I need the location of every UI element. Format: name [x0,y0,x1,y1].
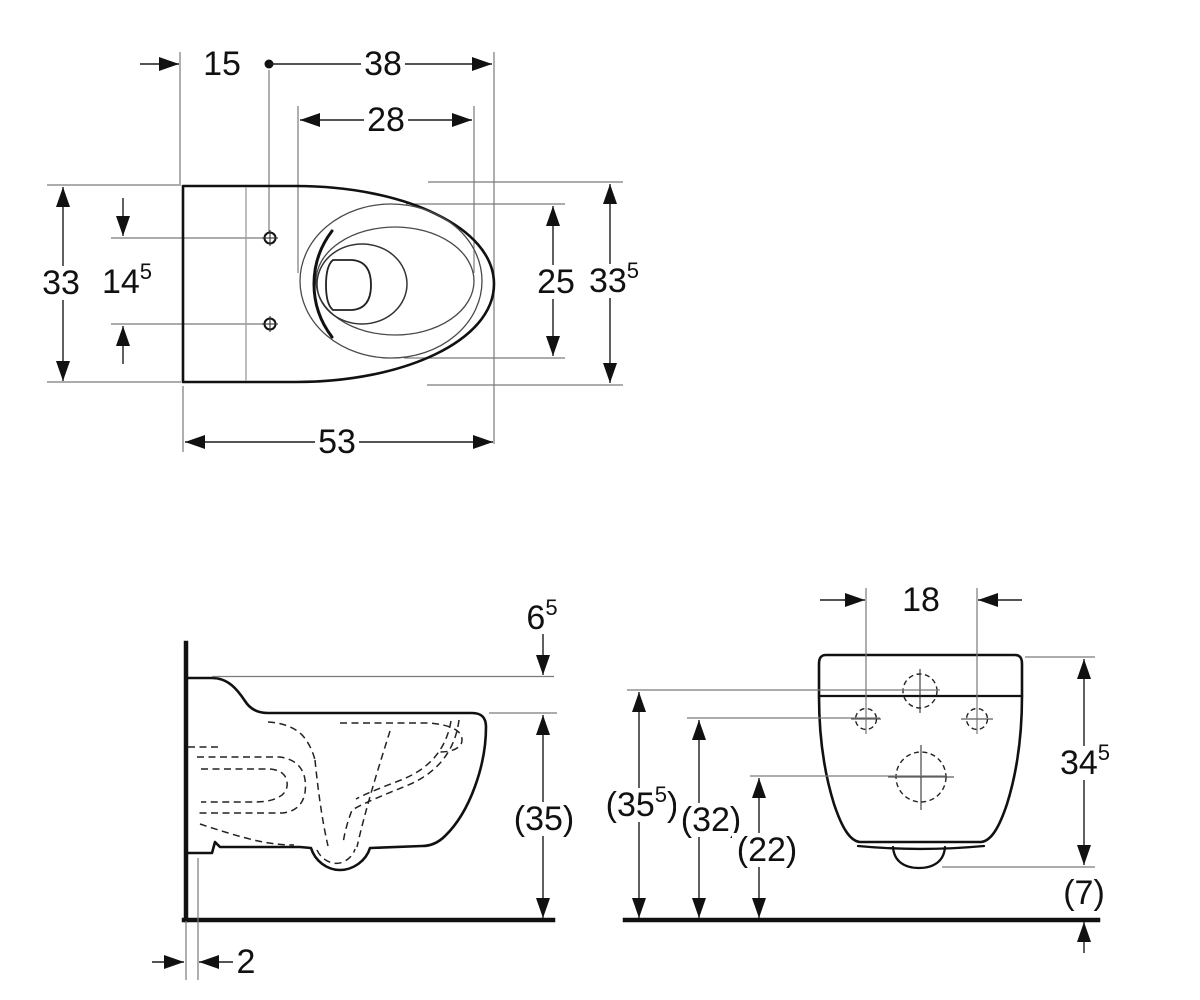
top-view-extension-lines [47,52,623,452]
side-view: 65 (35) 2 [152,595,582,981]
dim-label-15: 15 [203,45,241,83]
dim-label-34-5: 345 [1060,740,1110,783]
front-view: 18 345 (355) (32) (22) (7) [599,581,1116,953]
dim-label-6-5: 65 [526,595,557,638]
bowl-inner-edge [316,243,408,325]
dim-overall-height: 345 [1054,659,1116,865]
fixing-hole-bottom [262,316,278,332]
dim-overall-width: 335 [584,184,644,383]
dim-rim-height: (35) [506,715,582,918]
trapway-outline [325,259,372,311]
seat-inner-ring [315,226,475,336]
dim-label-18: 18 [902,581,940,619]
dim-label-7: (7) [1063,874,1105,912]
dim-label-53: 53 [318,423,356,461]
dim-label-32: (32) [681,801,741,839]
water-supply-connection [902,669,938,713]
dim-overall-depth: 53 [185,423,493,461]
dim-opening-depth: 28 [300,101,472,139]
front-view-extension-lines [627,588,1095,868]
dim-bolt-spacing: 145 [102,198,152,364]
dim-wall-clearance: 2 [152,943,255,981]
pan-outline-side [184,676,488,872]
dim-bolt-distance: 18 [820,581,1022,619]
outlet-spout [891,845,947,870]
bowl-back-arc [312,229,334,339]
dim-label-14-5: 145 [102,259,152,302]
dim-label-35-5: (355) [606,782,679,825]
seat-outer-ring [299,203,483,359]
pan-section-dashed [188,719,463,865]
dim-label-33: 33 [42,264,80,302]
dim-top-recess: 65 [526,595,558,675]
dim-label-25: 25 [537,263,575,301]
side-view-extension-lines [185,675,557,980]
dim-label-35: (35) [514,800,574,838]
dim-label-33-5: 335 [589,258,639,301]
pan-outline-top [181,184,496,384]
dim-body-width: 33 [40,187,84,381]
fixing-hole-top [262,230,278,246]
dim-label-38: 38 [364,45,402,83]
drain-outlet-connection [888,745,954,810]
dim-wall-to-bolts: 15 [140,45,274,83]
dim-label-22: (22) [737,831,797,869]
dim-opening-width: 25 [534,206,578,356]
dim-bolts-to-front: 38 [269,45,492,83]
dim-label-28: 28 [367,101,405,139]
top-view: 15 38 28 33 145 25 3 [40,45,644,461]
pan-bottom-edge [856,844,986,851]
dim-outlet-height: (22) [732,778,802,918]
dim-outlet-clearance: (7) [1063,874,1105,953]
dim-bolt-height: (32) [676,720,746,918]
dim-inlet-height: (355) [599,692,685,918]
dim-label-2: 2 [237,943,256,981]
